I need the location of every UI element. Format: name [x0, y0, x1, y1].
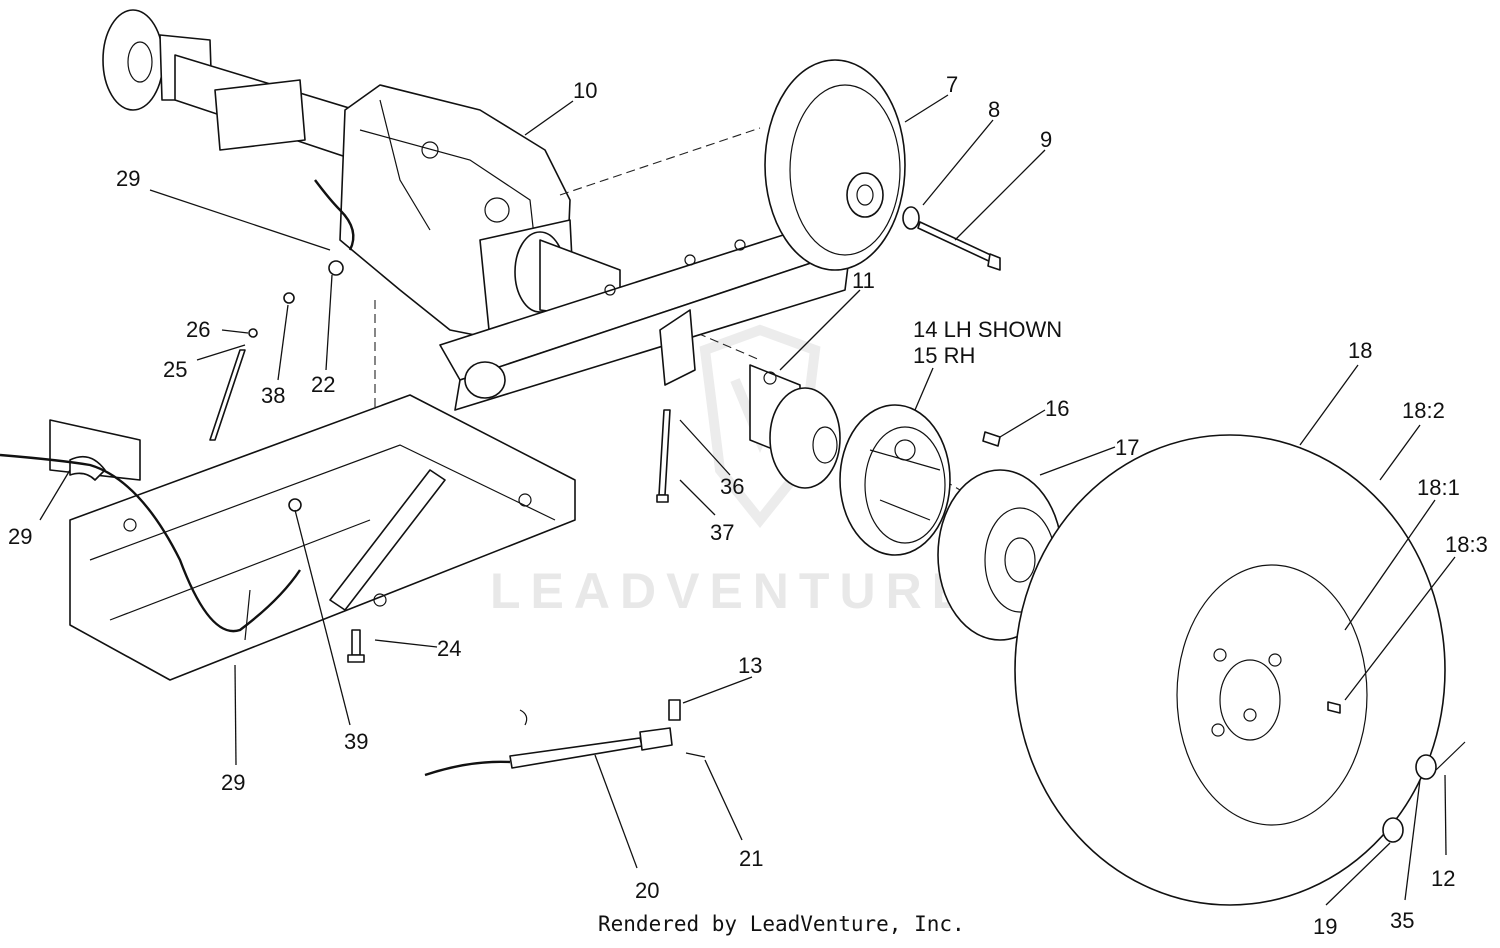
- callout-19: 19: [1313, 914, 1337, 939]
- callout-37: 37: [710, 520, 734, 545]
- callout-22: 22: [311, 372, 335, 397]
- bolt-24: [347, 629, 365, 663]
- pin-12: [1435, 741, 1466, 771]
- callout-36: 36: [720, 474, 744, 499]
- callout-15: 15 RH: [913, 343, 975, 368]
- callout-38: 38: [261, 383, 285, 408]
- washer-38: [283, 292, 295, 304]
- callout-10: 10: [573, 78, 597, 103]
- callout-8: 8: [988, 97, 1000, 122]
- callout-24: 24: [437, 636, 461, 661]
- callout-21: 21: [739, 846, 763, 871]
- callout-18-1: 18:1: [1417, 475, 1460, 500]
- bracket-36: [659, 309, 696, 386]
- leader-lines: [39, 94, 1456, 906]
- callout-25: 25: [163, 357, 187, 382]
- callout-17: 17: [1115, 435, 1139, 460]
- callout-29-bottom: 29: [221, 770, 245, 795]
- callout-12: 12: [1431, 866, 1455, 891]
- cotter-pin-21: [685, 752, 706, 758]
- wheel-hub-11: [749, 364, 841, 489]
- nut-35: [1415, 754, 1437, 780]
- callout-20: 20: [635, 878, 659, 903]
- callout-18-2: 18:2: [1402, 398, 1445, 423]
- callout-7: 7: [946, 72, 958, 97]
- render-credit: Rendered by LeadVenture, Inc.: [598, 912, 965, 936]
- callout-35: 35: [1390, 908, 1414, 933]
- callout-16: 16: [1045, 396, 1069, 421]
- clip-39: [288, 498, 302, 512]
- wire-clip-29: [244, 589, 251, 641]
- bolt-16: [982, 431, 1001, 447]
- brake-assembly-14-15: [839, 404, 951, 556]
- tire-wheel-18: [1014, 434, 1446, 906]
- wire-harness-29: [0, 453, 301, 633]
- callout-39: 39: [344, 729, 368, 754]
- callout-29-left: 29: [8, 524, 32, 549]
- bolt-9: [917, 221, 1001, 271]
- frame: [49, 394, 576, 681]
- callout-26: 26: [186, 317, 210, 342]
- screw-25-26: [209, 328, 258, 441]
- callout-18: 18: [1348, 338, 1372, 363]
- brake-cable-20: [424, 709, 673, 777]
- washer-8: [902, 206, 920, 230]
- callout-13: 13: [738, 653, 762, 678]
- callout-29-top: 29: [116, 166, 140, 191]
- transaxle-10: [339, 84, 621, 341]
- nut-22: [328, 260, 344, 276]
- axis-line: [559, 127, 761, 196]
- watermark-text: LEADVENTURE: [490, 563, 975, 619]
- callout-9: 9: [1040, 127, 1052, 152]
- bolt-37: [656, 409, 671, 503]
- pin-13: [668, 699, 681, 721]
- wire-harness-29-top: [314, 179, 355, 251]
- drive-plate-7: [764, 59, 906, 271]
- callout-18-3: 18:3: [1445, 532, 1488, 557]
- callout-11: 11: [852, 268, 875, 293]
- nut-19: [1382, 817, 1404, 843]
- callout-14: 14 LH SHOWN: [913, 317, 1062, 342]
